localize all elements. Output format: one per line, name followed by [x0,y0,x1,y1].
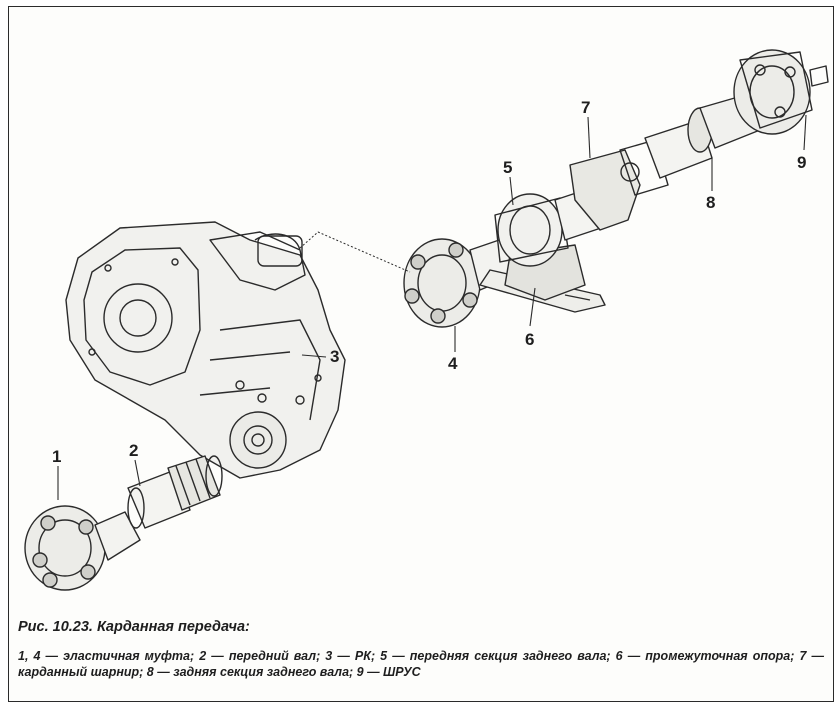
figure-caption: Рис. 10.23. Карданная передача: 1, 4 — э… [18,618,824,680]
callout-9: 9 [797,153,806,172]
flex-coupling-front [24,505,141,591]
universal-joint [569,139,669,231]
callout-3: 3 [330,347,339,366]
caption-legend: 1, 4 — эластичная муфта; 2 — передний ва… [18,649,824,679]
callout-6: 6 [525,330,534,349]
callout-8: 8 [706,193,715,212]
caption-title: Рис. 10.23. Карданная передача: [18,619,250,635]
callout-5: 5 [503,158,512,177]
front-shaft [127,455,223,529]
leader-lines [57,114,807,500]
callout-2: 2 [129,441,138,460]
assembly-line [299,231,411,273]
callout-1: 1 [52,447,61,466]
callout-7: 7 [581,98,590,117]
transfer-case [65,221,346,479]
cv-joint [733,49,829,135]
callout-4: 4 [448,354,458,373]
